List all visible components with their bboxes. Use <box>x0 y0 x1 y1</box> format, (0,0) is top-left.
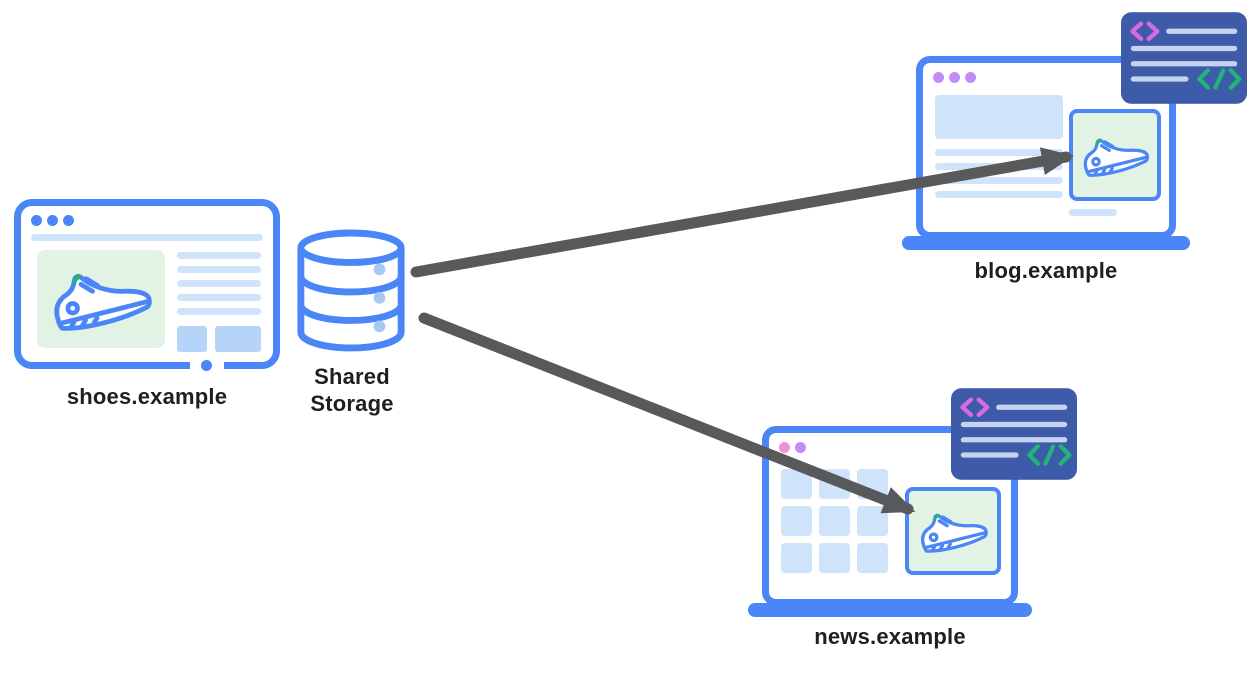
window-control-dot <box>933 72 944 83</box>
text-line <box>935 191 1063 198</box>
grid-tile <box>781 506 812 536</box>
shared-ad-box <box>1069 109 1161 201</box>
frame-notch-dot <box>201 360 212 371</box>
grid-tile <box>857 506 888 536</box>
storage-dot <box>373 263 386 276</box>
article-grid <box>781 469 888 573</box>
grid-tile <box>819 469 850 499</box>
text-line <box>935 149 1063 156</box>
storage-label: Shared Storage <box>310 364 394 416</box>
content-tile <box>215 326 261 352</box>
window-control-dot <box>795 442 806 453</box>
text-line <box>935 177 1063 184</box>
shoes-browser-window <box>14 199 280 369</box>
text-line <box>177 294 261 301</box>
window-control-dot <box>63 215 74 226</box>
content-tile <box>177 326 207 352</box>
hero-block <box>935 95 1063 139</box>
storage-dot <box>373 320 386 333</box>
grid-tile <box>857 543 888 573</box>
window-control-dot <box>965 72 976 83</box>
window-control-dot <box>949 72 960 83</box>
grid-tile <box>781 543 812 573</box>
text-line <box>177 280 261 287</box>
grid-tile <box>857 469 888 499</box>
grid-tile <box>781 469 812 499</box>
code-snippet-icon <box>951 388 1077 480</box>
news-label: news.example <box>814 624 966 649</box>
text-line <box>177 266 261 273</box>
laptop-base <box>748 603 1032 617</box>
sneaker-icon <box>38 251 164 346</box>
storage-dot <box>373 291 386 304</box>
window-control-dot <box>47 215 58 226</box>
text-line <box>177 252 261 259</box>
text-line <box>935 163 1063 170</box>
code-snippet-icon <box>1121 12 1247 104</box>
sneaker-icon <box>910 499 995 564</box>
text-line <box>1069 209 1117 216</box>
shoes-label: shoes.example <box>66 384 228 409</box>
toolbar-line <box>31 234 263 241</box>
blog-label: blog.example <box>974 258 1118 283</box>
text-line <box>177 308 261 315</box>
database-icon <box>297 229 405 352</box>
window-control-dot <box>779 442 790 453</box>
window-control-dot <box>31 215 42 226</box>
grid-tile <box>819 543 850 573</box>
sneaker-icon <box>1073 123 1156 187</box>
grid-tile <box>819 506 850 536</box>
shared-ad-box <box>905 487 1001 575</box>
product-image-box <box>37 250 165 348</box>
